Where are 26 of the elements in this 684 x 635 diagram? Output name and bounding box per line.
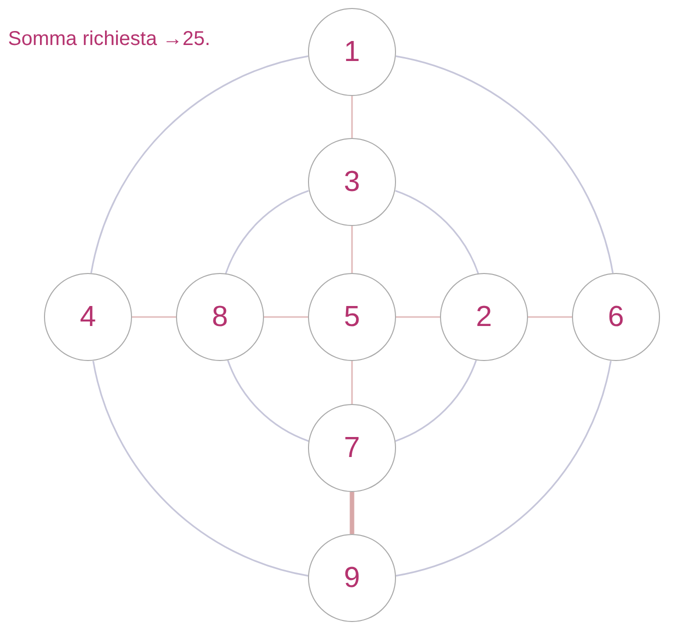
arc-connector	[395, 360, 477, 442]
number-text: 9	[344, 562, 360, 594]
arc-connector	[396, 360, 612, 577]
arc-connector	[90, 55, 308, 274]
number-text: 7	[344, 432, 360, 464]
line-connector	[351, 226, 353, 273]
note-text: Somma richiesta →25.	[8, 28, 210, 51]
line-connector	[264, 316, 308, 318]
number-text: 6	[608, 300, 624, 334]
number-text: 4	[80, 300, 96, 334]
number-text: 2	[476, 300, 492, 334]
number-text: 3	[344, 166, 360, 198]
line-connector	[396, 316, 440, 318]
line-connector	[351, 96, 353, 138]
number-text: 1	[344, 36, 360, 68]
arc-connector	[227, 360, 309, 442]
arc-connector	[396, 55, 614, 274]
arc-connector	[225, 190, 309, 274]
arc-connector	[92, 360, 308, 577]
line-connector	[132, 316, 176, 318]
line-connector	[350, 492, 354, 534]
line-connector	[528, 316, 572, 318]
number-text: 5	[344, 300, 360, 334]
line-connector	[351, 361, 353, 404]
number-text: 8	[212, 300, 228, 334]
arc-connector	[395, 190, 479, 274]
